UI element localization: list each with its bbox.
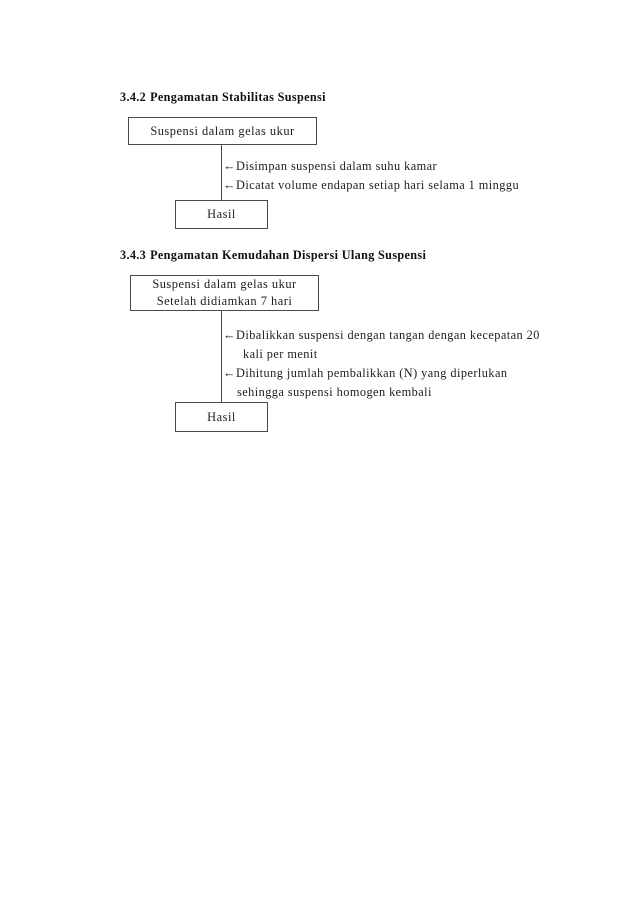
flowchart-1-start-box-line-1: Suspensi dalam gelas ukur [150,123,295,138]
flowchart-2-start-box: Suspensi dalam gelas ukur Setelah didiam… [130,275,319,311]
flowchart-1-step-2: ←Dicatat volume endapan setiap hari sela… [223,176,519,195]
flowchart-1-annotations: ←Disimpan suspensi dalam suhu kamar ←Dic… [223,157,519,195]
flowchart-2-step-2-continuation: sehingga suspensi homogen kembali [223,383,540,402]
flowchart-1-connector [221,145,222,201]
left-arrow-icon: ← [223,178,236,192]
flowchart-1-step-1-text: Disimpan suspensi dalam suhu kamar [236,159,438,173]
flowchart-2-end-box-line-1: Hasil [207,409,236,424]
flowchart-2-start-box-line-2: Setelah didiamkan 7 hari [156,294,293,308]
flowchart-2-start-box-line-1: Suspensi dalam gelas ukur [152,277,297,292]
left-arrow-icon: ← [223,159,236,173]
section-title-3-4-3: Pengamatan Kemudahan Dispersi Ulang Susp… [150,248,427,262]
section-number-3-4-3: 3.4.3 [120,248,147,262]
flowchart-1-end-box: Hasil [175,200,268,229]
flowchart-2-connector [221,311,222,403]
left-arrow-icon: ← [223,365,236,380]
flowchart-1-start-box: Suspensi dalam gelas ukur [128,117,317,145]
flowchart-1-step-2-text: Dicatat volume endapan setiap hari selam… [236,178,520,192]
flowchart-2-step-1-continuation-text: kali per menit [243,347,318,361]
flowchart-2-step-1-continuation: kali per menit [223,345,540,364]
left-arrow-icon: ← [223,328,236,342]
flowchart-2-step-1: ←Dibalikkan suspensi dengan tangan denga… [223,326,540,345]
flowchart-2-step-1-text: Dibalikkan suspensi dengan tangan dengan… [236,328,540,342]
flowchart-1-step-1: ←Disimpan suspensi dalam suhu kamar [223,157,519,176]
flowchart-1-end-box-line-1: Hasil [207,207,236,222]
flowchart-2-end-box: Hasil [175,402,268,432]
flowchart-2-annotations: ←Dibalikkan suspensi dengan tangan denga… [223,326,540,401]
flowchart-2-step-2-continuation-text: sehingga suspensi homogen kembali [237,384,432,399]
flowchart-2-step-2-text: Dihitung jumlah pembalikkan (N) yang dip… [236,365,508,380]
flowchart-2-step-2: ←Dihitung jumlah pembalikkan (N) yang di… [223,364,540,383]
section-number-3-4-2: 3.4.2 [120,90,147,104]
section-title-3-4-2: Pengamatan Stabilitas Suspensi [150,90,326,104]
